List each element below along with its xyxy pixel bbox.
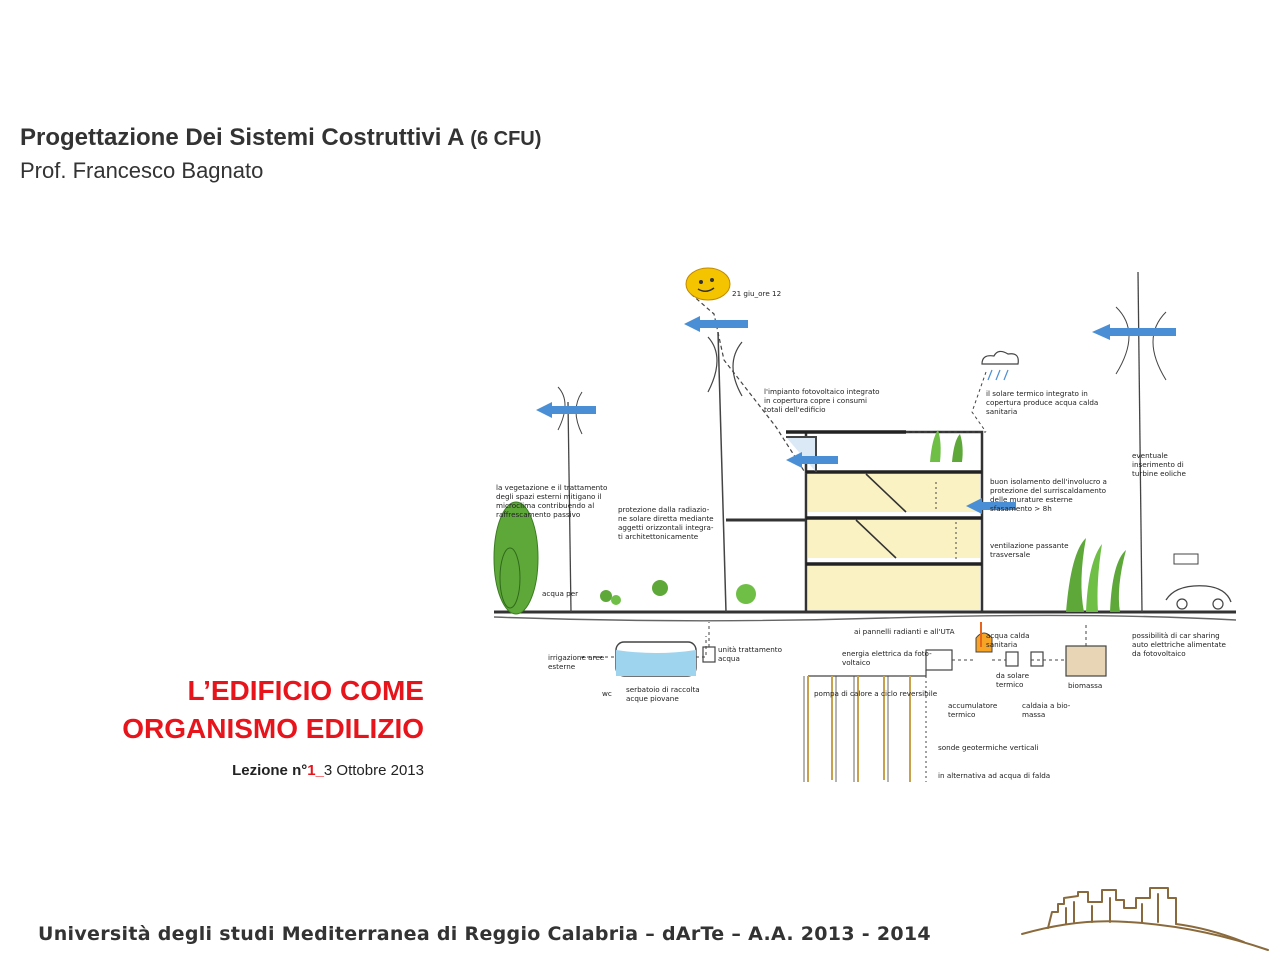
irrigation-annotation: irrigazione aree esterne	[548, 653, 605, 671]
svg-text:buon isolamento dell'involucro: buon isolamento dell'involucro a	[990, 477, 1107, 486]
svg-text:acqua: acqua	[718, 654, 740, 663]
svg-text:aggetti orizzontali integra-: aggetti orizzontali integra-	[618, 523, 714, 532]
svg-text:unità trattamento: unità trattamento	[718, 645, 782, 654]
building-section-illustration: 21 giu_ore 12 l'impianto foto	[493, 267, 1237, 782]
svg-text:eventuale: eventuale	[1132, 451, 1168, 460]
svg-text:acqua calda: acqua calda	[986, 631, 1029, 640]
hot-water-annotation: acqua calda sanitaria	[986, 631, 1029, 649]
svg-text:degli spazi esterni mitigano i: degli spazi esterni mitigano il	[496, 492, 602, 501]
svg-text:sfasamento > 8h: sfasamento > 8h	[990, 504, 1052, 513]
svg-text:il solare termico integrato in: il solare termico integrato in	[986, 389, 1088, 398]
svg-text:sanitaria: sanitaria	[986, 640, 1017, 649]
svg-text:accumulatore: accumulatore	[948, 701, 998, 710]
car-sharing-annotation: possibilità di car sharing auto elettric…	[1132, 631, 1227, 658]
lesson-topic-line-2: ORGANISMO EDILIZIO	[122, 713, 424, 744]
lesson-date: 3 Ottobre 2013	[323, 762, 424, 779]
svg-text:termico: termico	[996, 680, 1023, 689]
solar-thermal-annotation: il solare termico integrato in copertura…	[986, 389, 1098, 416]
svg-text:delle murature esterne: delle murature esterne	[990, 495, 1073, 504]
wind-arrow-icon	[536, 316, 1176, 514]
vegetation	[493, 430, 1126, 615]
lesson-label: Lezione n°	[232, 762, 308, 779]
svg-text:l'impianto fotovoltaico integr: l'impianto fotovoltaico integrato	[764, 387, 880, 396]
wind-turbine-annotation: eventuale inserimento di turbine eoliche	[1132, 451, 1186, 478]
geothermal-probes-annotation: sonde geotermiche verticali	[938, 743, 1038, 752]
pv-electricity-annotation: energia elettrica da foto- voltaico	[842, 649, 932, 667]
svg-text:turbine eoliche: turbine eoliche	[1132, 469, 1186, 478]
envelope-annotation: buon isolamento dell'involucro a protezi…	[990, 477, 1107, 513]
svg-text:ne solare diretta mediante: ne solare diretta mediante	[618, 514, 714, 523]
water-use-annotation: acqua per	[542, 589, 578, 598]
svg-text:caldaia a bio-: caldaia a bio-	[1022, 701, 1071, 710]
course-credits: (6 CFU)	[470, 128, 542, 150]
svg-text:trasversale: trasversale	[990, 550, 1031, 559]
svg-text:inserimento di: inserimento di	[1132, 460, 1184, 469]
biomass-annotation: biomassa	[1068, 681, 1102, 690]
ventilation-annotation: ventilazione passante trasversale	[990, 541, 1069, 559]
svg-text:da solare: da solare	[996, 671, 1030, 680]
course-title-text: Progettazione Dei Sistemi Costruttivi A	[20, 124, 464, 151]
svg-text:irrigazione aree: irrigazione aree	[548, 653, 605, 662]
cloud-icon	[981, 350, 1019, 381]
svg-text:auto elettriche alimentate: auto elettriche alimentate	[1132, 640, 1227, 649]
lesson-block: L’EDIFICIO COME ORGANISMO EDILIZIO Lezio…	[122, 672, 424, 779]
svg-text:energia elettrica da foto-: energia elettrica da foto-	[842, 649, 932, 658]
lesson-info: Lezione n°1_3 Ottobre 2013	[122, 762, 424, 779]
heat-pump-annotation: pompa di calore a ciclo reversibile	[814, 689, 938, 698]
svg-text:ventilazione passante: ventilazione passante	[990, 541, 1069, 550]
vegetation-annotation: la vegetazione e il trattamento degli sp…	[496, 483, 607, 519]
svg-text:ti architettonicamente: ti architettonicamente	[618, 532, 699, 541]
biomass-boiler-annotation: caldaia a bio- massa	[1022, 701, 1071, 719]
svg-text:da fotovoltaico: da fotovoltaico	[1132, 649, 1186, 658]
shading-annotation: protezione dalla radiazio- ne solare dir…	[618, 505, 714, 541]
course-title: Progettazione Dei Sistemi Costruttivi A …	[20, 124, 541, 152]
university-logo-icon	[1021, 887, 1269, 951]
svg-text:raffrescamento passivo: raffrescamento passivo	[496, 510, 580, 519]
radiant-panels-annotation: ai pannelli radianti e all'UTA	[854, 627, 955, 636]
wc-annotation: wc	[602, 689, 612, 698]
sun-icon	[685, 267, 731, 301]
pv-annotation: l'impianto fotovoltaico integrato in cop…	[764, 387, 880, 414]
svg-text:acque piovane: acque piovane	[626, 694, 679, 703]
svg-text:esterne: esterne	[548, 662, 576, 671]
lesson-number: 1	[307, 762, 316, 779]
groundwater-annotation: in alternativa ad acqua di falda	[938, 771, 1050, 780]
lesson-topic-line-1: L’EDIFICIO COME	[187, 675, 424, 706]
svg-text:microclima contribuendo al: microclima contribuendo al	[496, 501, 594, 510]
svg-text:protezione dalla radiazio-: protezione dalla radiazio-	[618, 505, 710, 514]
lesson-separator: _	[315, 762, 324, 779]
svg-text:sanitaria: sanitaria	[986, 407, 1017, 416]
svg-text:massa: massa	[1022, 710, 1045, 719]
svg-text:totali dell'edificio: totali dell'edificio	[764, 405, 826, 414]
sun-label: 21 giu_ore 12	[732, 289, 781, 298]
rainwater-tank-annotation: serbatoio di raccolta acque piovane	[626, 685, 700, 703]
svg-text:protezione del surriscaldament: protezione del surriscaldamento	[990, 486, 1106, 495]
svg-text:copertura produce acqua calda: copertura produce acqua calda	[986, 398, 1098, 407]
svg-text:voltaico: voltaico	[842, 658, 870, 667]
svg-text:la vegetazione e il trattament: la vegetazione e il trattamento	[496, 483, 607, 492]
svg-text:termico: termico	[948, 710, 975, 719]
from-solar-annotation: da solare termico	[996, 671, 1030, 689]
thermal-accumulator-annotation: accumulatore termico	[948, 701, 998, 719]
svg-text:in copertura copre i consumi: in copertura copre i consumi	[764, 396, 867, 405]
svg-text:possibilità di car sharing: possibilità di car sharing	[1132, 631, 1220, 640]
professor-name: Prof. Francesco Bagnato	[20, 158, 264, 183]
footer-university: Università degli studi Mediterranea di R…	[38, 923, 931, 945]
water-treatment-annotation: unità trattamento acqua	[718, 645, 782, 663]
svg-text:serbatoio di raccolta: serbatoio di raccolta	[626, 685, 700, 694]
